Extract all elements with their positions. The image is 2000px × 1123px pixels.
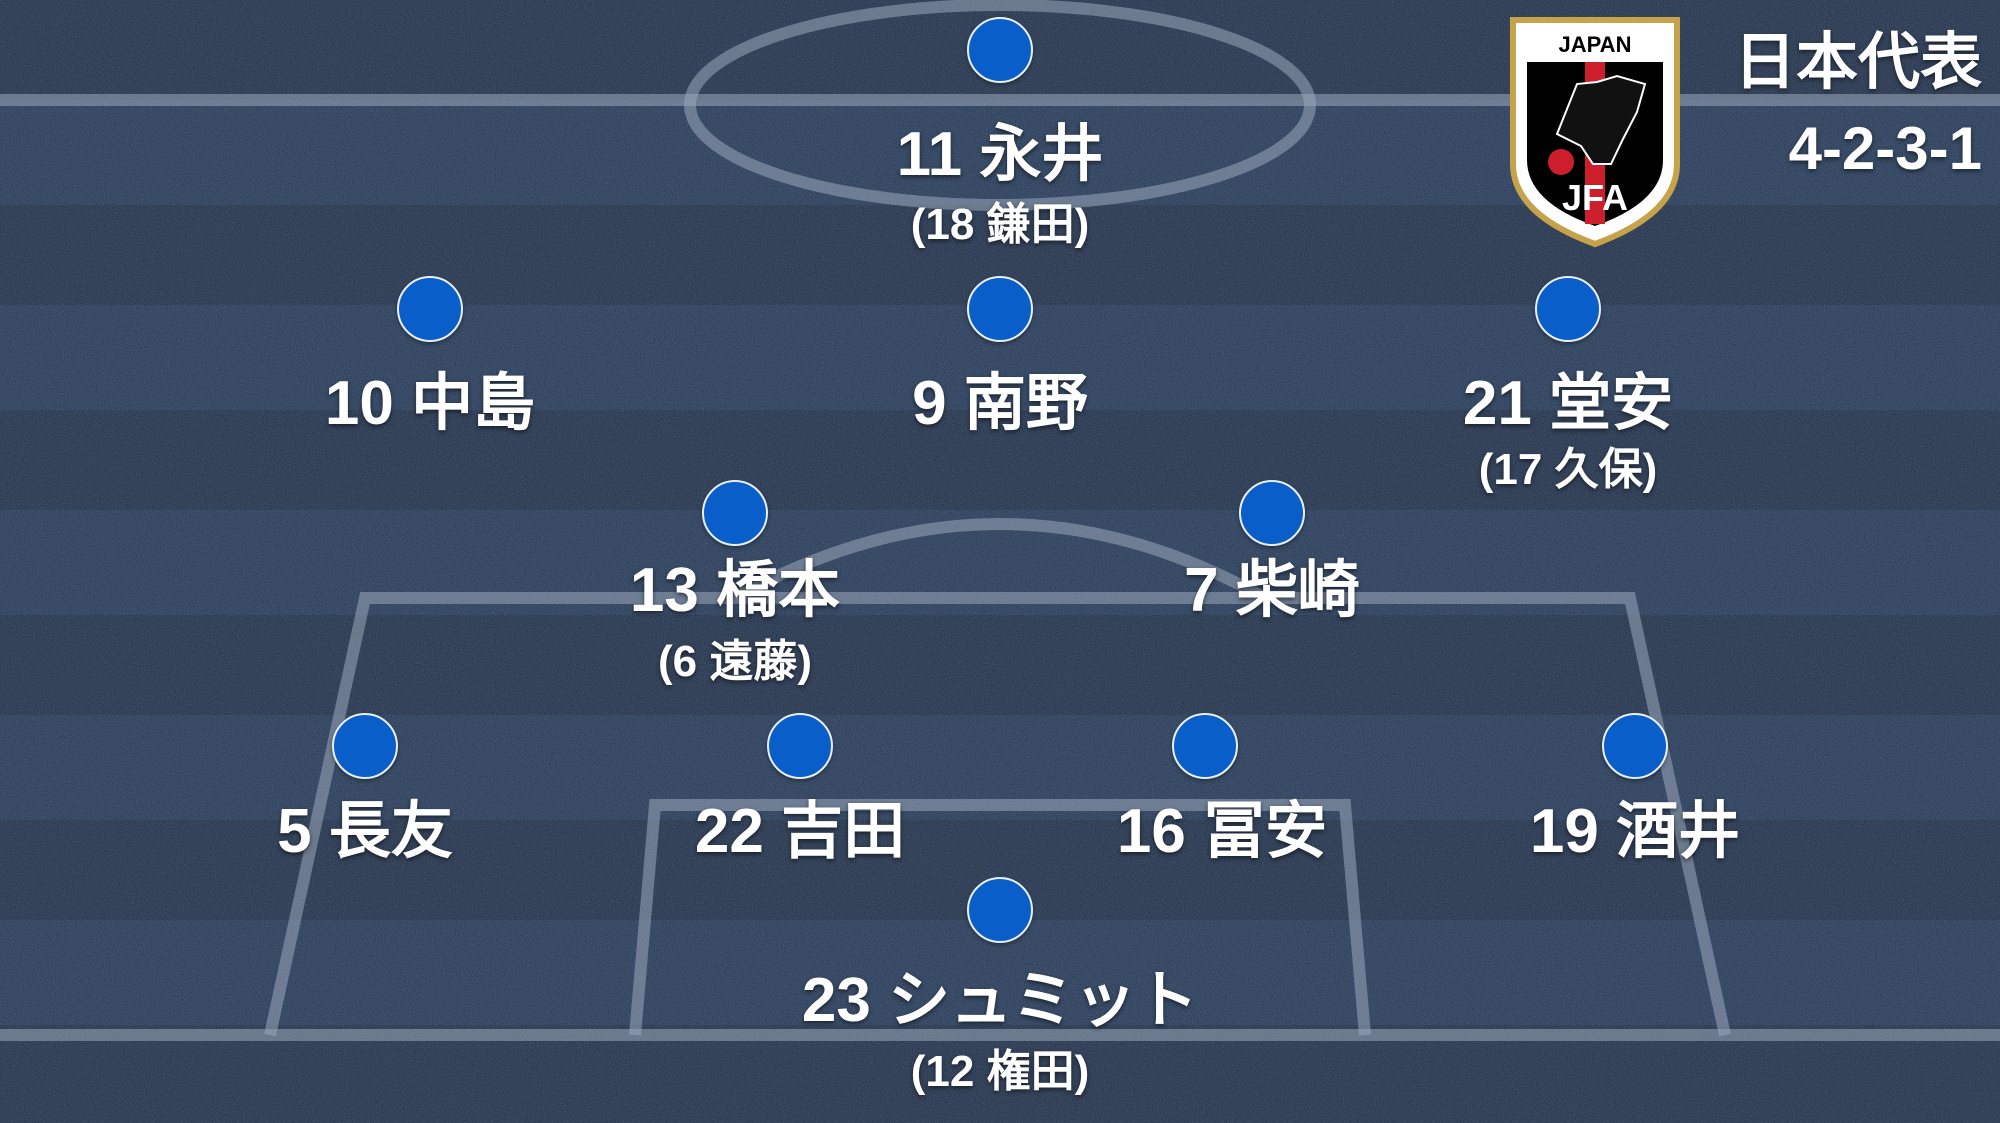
player-marker <box>967 276 1033 342</box>
player-name: 7 柴崎 <box>1184 556 1360 625</box>
player-name: 5 長友 <box>277 797 453 866</box>
player-name: 13 橋本 <box>629 556 841 625</box>
jfa-crest-logo: JAPAN JFA <box>1510 17 1680 248</box>
player-marker <box>767 713 833 779</box>
player-marker <box>332 713 398 779</box>
player-marker <box>1239 480 1305 546</box>
player-name: 9 南野 <box>912 369 1088 438</box>
svg-text:JFA: JFA <box>1562 177 1628 218</box>
player-name: 21 堂安 <box>1462 369 1674 438</box>
player-marker <box>1172 713 1238 779</box>
substitute-name: (17 久保) <box>1478 445 1658 494</box>
player-marker <box>397 276 463 342</box>
substitute-name: (18 鎌田) <box>910 200 1090 249</box>
player-marker <box>1602 713 1668 779</box>
player-marker <box>967 17 1033 83</box>
team-title: 日本代表 <box>1733 28 1982 97</box>
formation-label: 4-2-3-1 <box>1788 115 1982 182</box>
player-marker <box>702 480 768 546</box>
penalty-arc <box>732 518 1268 604</box>
player-name: 10 中島 <box>324 369 536 438</box>
player-name: 11 永井 <box>896 120 1104 189</box>
player-name: 19 酒井 <box>1529 797 1741 866</box>
crest-ball-icon <box>1548 149 1574 175</box>
player-name: 22 吉田 <box>694 797 906 866</box>
penalty-area <box>264 592 1731 1037</box>
center-circle <box>684 0 1316 211</box>
svg-text:JAPAN: JAPAN <box>1559 32 1632 57</box>
goal-area <box>629 799 1371 1036</box>
player-name: 16 冨安 <box>1116 797 1328 866</box>
substitute-name: (6 遠藤) <box>658 637 812 686</box>
substitute-name: (12 権田) <box>910 1047 1090 1096</box>
player-marker <box>967 877 1033 943</box>
player-marker <box>1535 276 1601 342</box>
player-name: 23 シュミット <box>801 966 1199 1035</box>
